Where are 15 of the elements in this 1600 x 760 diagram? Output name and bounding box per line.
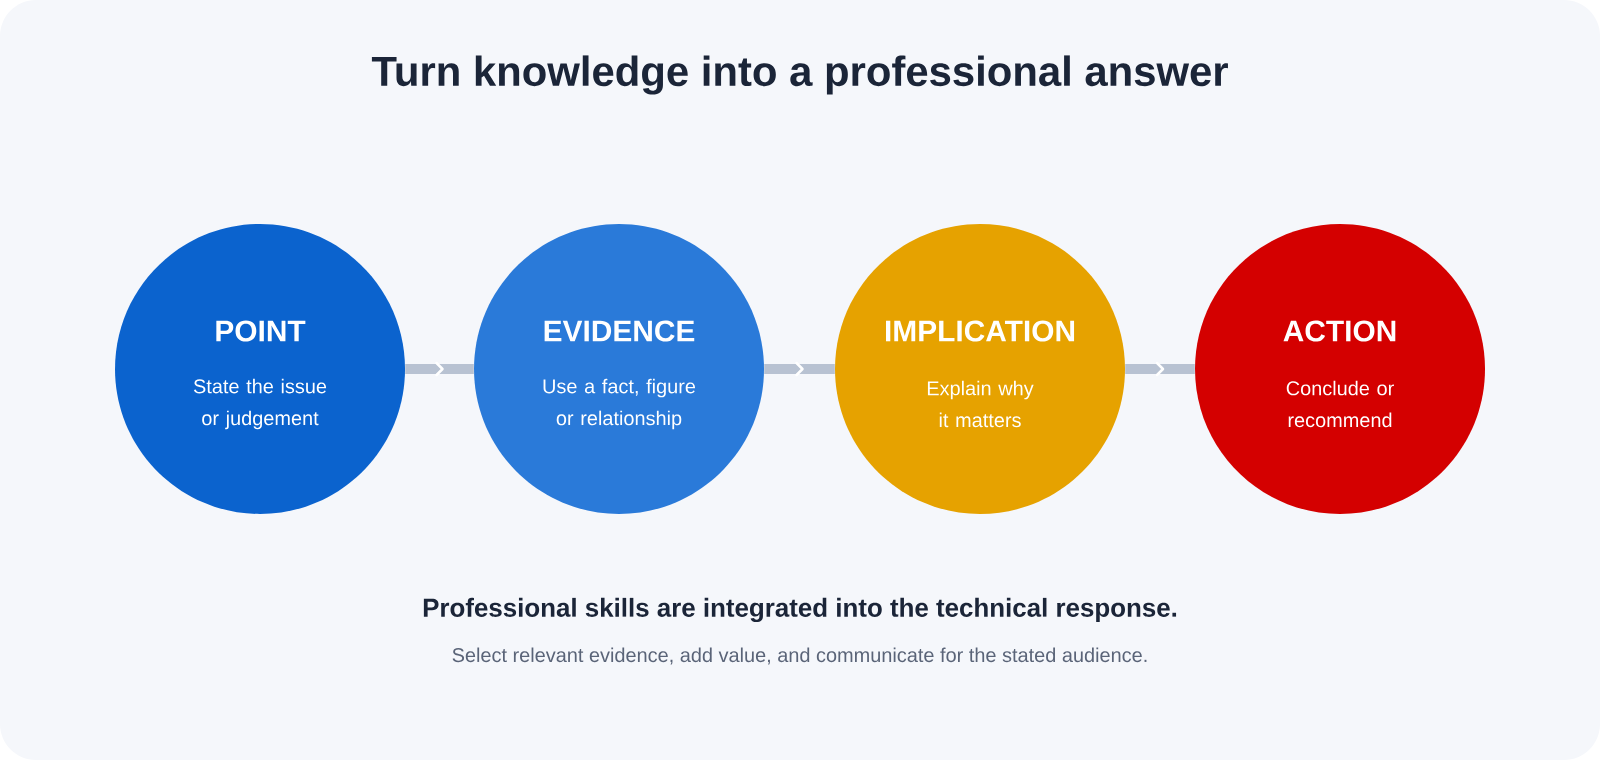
circle-description: Use a fact, figure or relationship xyxy=(543,378,696,430)
circle-heading: EVIDENCE xyxy=(544,320,695,342)
step-circle xyxy=(115,224,405,514)
step-circle xyxy=(1195,224,1485,514)
step-circle xyxy=(474,224,764,514)
circle-heading: IMPLICATION xyxy=(886,320,1075,342)
circle-description: Explain why it matters xyxy=(927,380,1034,428)
step-circle xyxy=(835,224,1125,514)
summary-text: Select relevant evidence, add value, and communicate for the stated audience. xyxy=(452,647,1147,665)
summary-heading: Professional skills are integrated into the technical response. xyxy=(423,597,1177,623)
circle-description: State the issue or judgement xyxy=(193,378,327,430)
title: Turn knowledge into a professional answer xyxy=(371,55,1228,95)
circle-heading: POINT xyxy=(216,320,306,342)
circle-description: Conclude or recommend xyxy=(1286,380,1394,428)
circle-heading: ACTION xyxy=(1283,320,1396,342)
